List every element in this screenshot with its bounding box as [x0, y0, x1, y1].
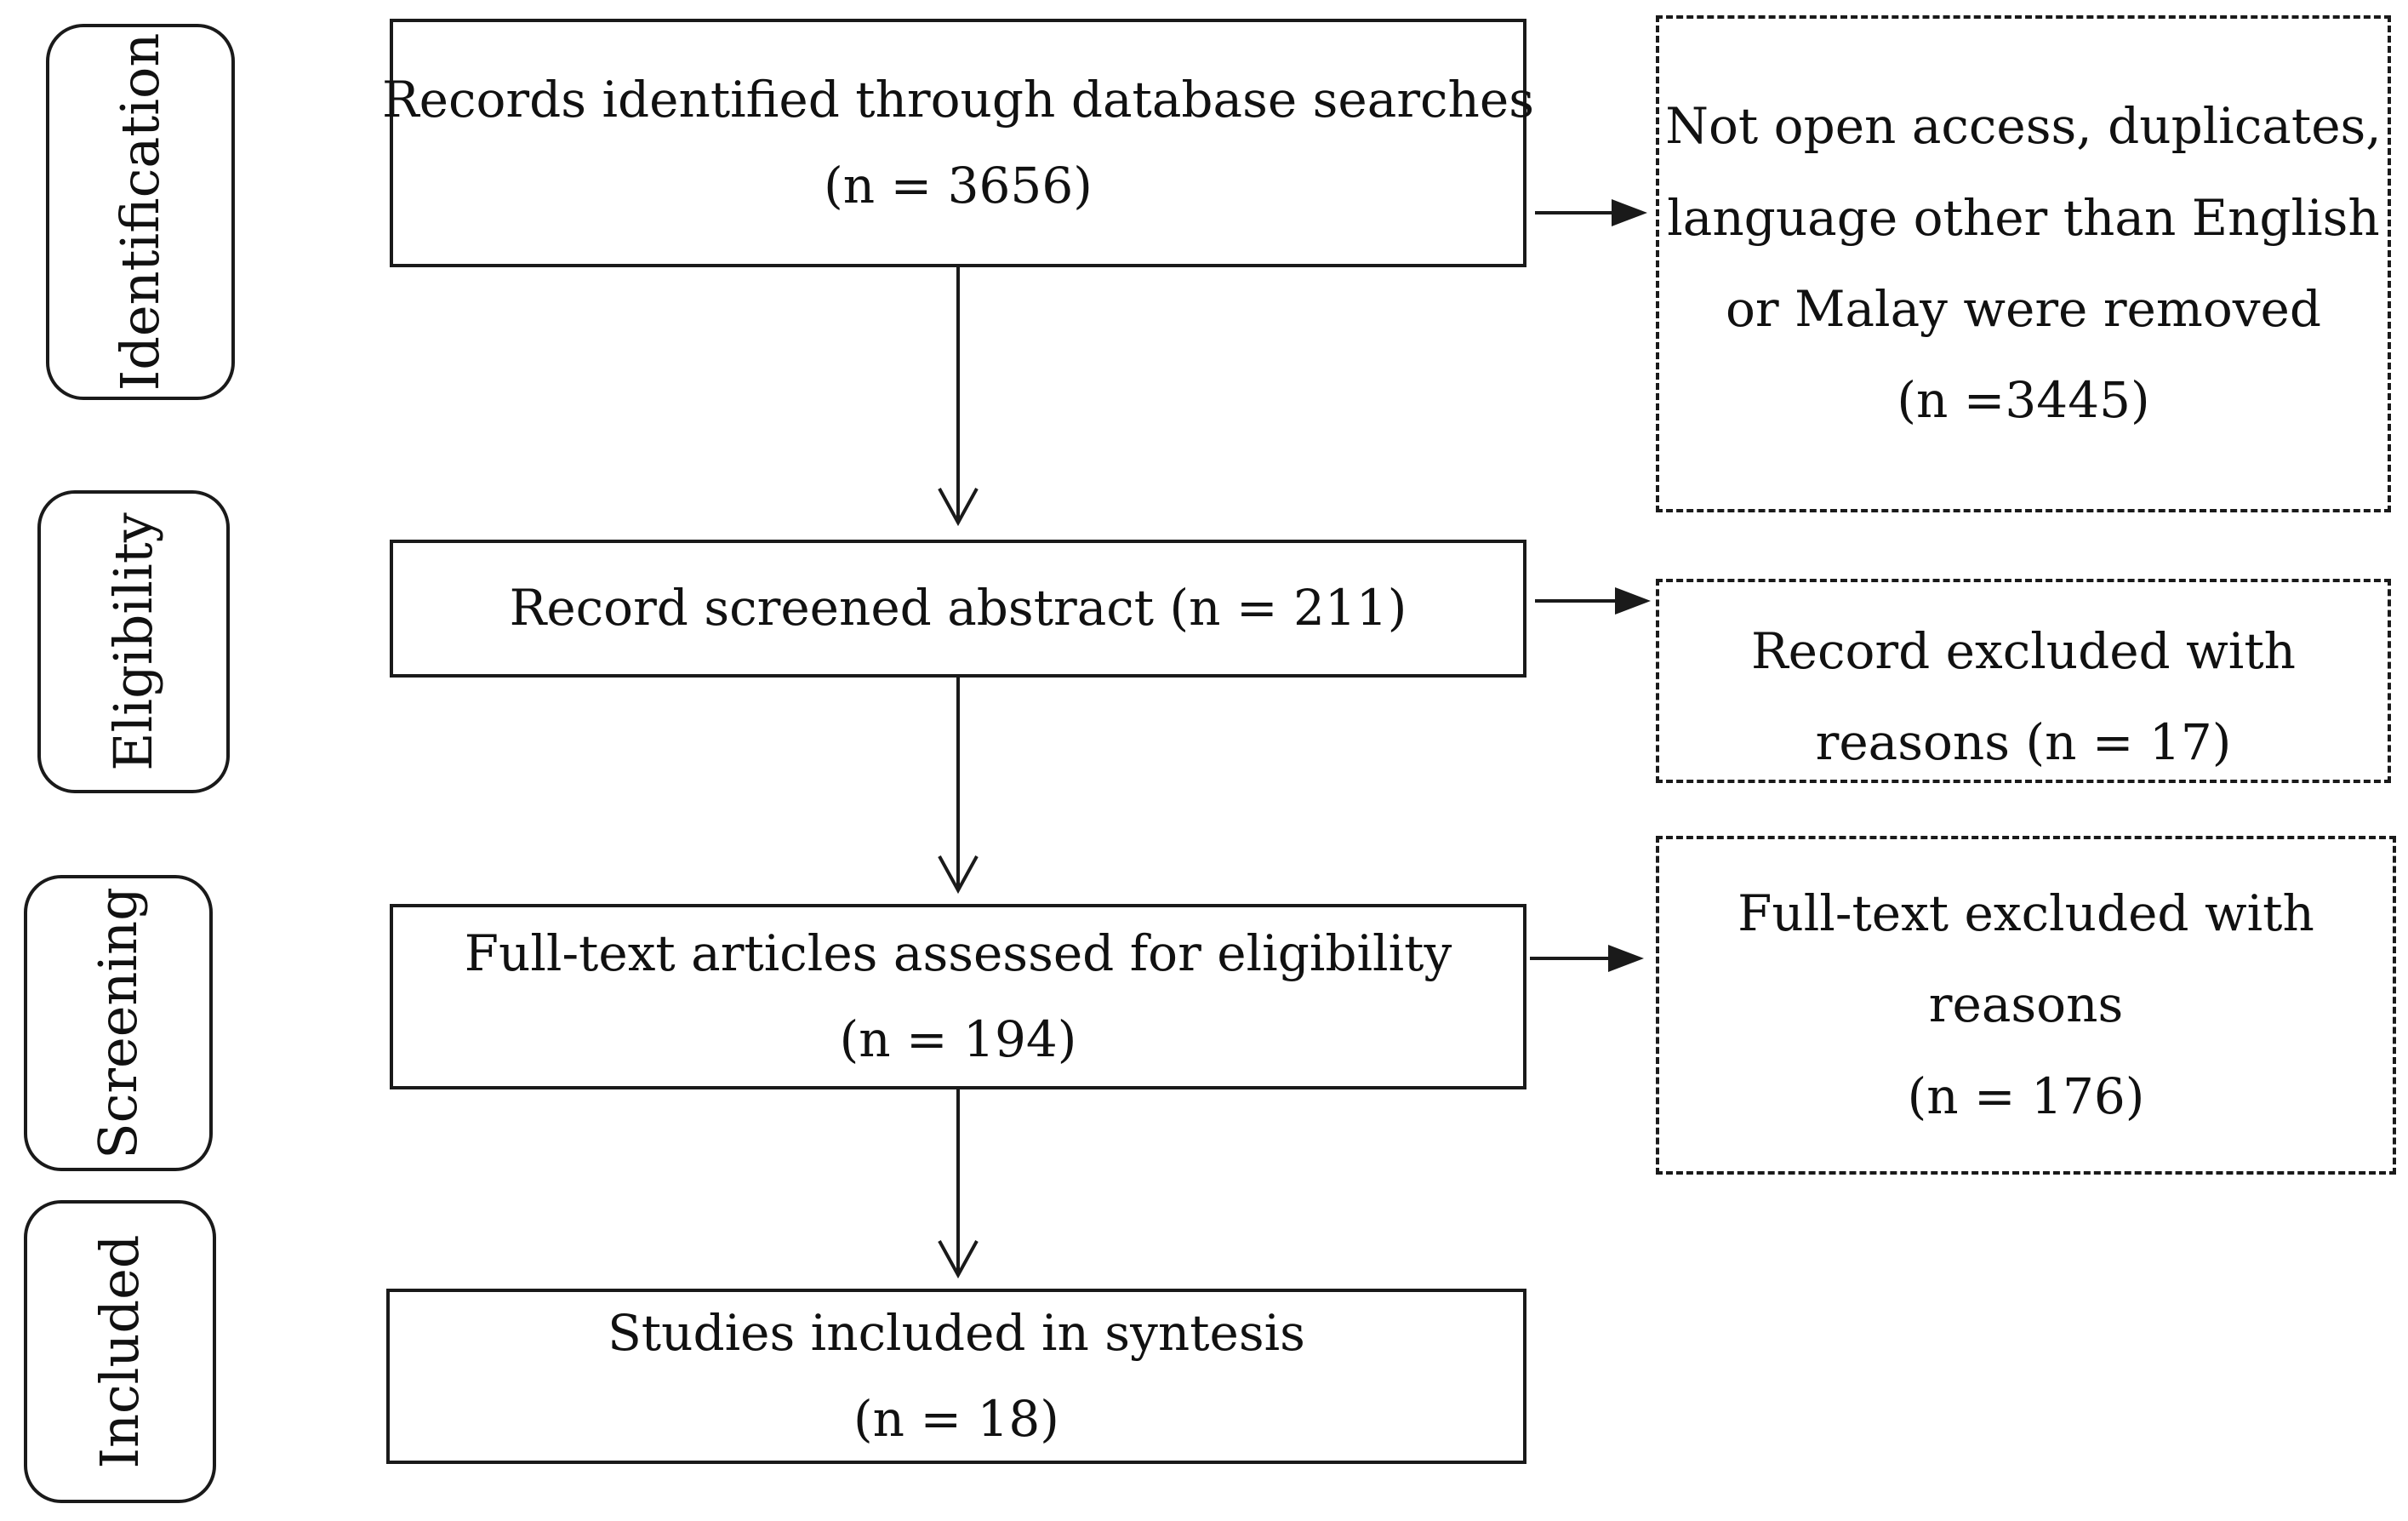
- stage-screening: Screening: [24, 875, 213, 1171]
- fulltext-excluded-count: (n = 176): [1907, 1066, 2145, 1125]
- right-arrow-to-removed: [1535, 199, 1647, 226]
- studies-included-text: Studies included in syntesis: [608, 1303, 1305, 1362]
- fulltext-excluded-box: Full-text excluded with reasons (n = 176…: [1656, 836, 2396, 1175]
- removed-records-line2: language other than English: [1667, 188, 2380, 247]
- record-excluded-box: Record excluded with reasons (n = 17): [1656, 579, 2391, 783]
- record-excluded-line1: Record excluded with: [1751, 622, 2296, 680]
- fulltext-assessed-count: (n = 194): [839, 1010, 1077, 1068]
- stage-identification: Identification: [46, 24, 235, 400]
- fulltext-assessed-box: Full-text articles assessed for eligibil…: [390, 904, 1526, 1089]
- stage-eligibility: Eligibility: [37, 490, 230, 793]
- stage-included-label: Included: [88, 1234, 151, 1469]
- stage-eligibility-label: Eligibility: [102, 512, 164, 771]
- record-excluded-line2: reasons (n = 17): [1815, 713, 2232, 772]
- down-arrow-fulltext-to-included: [938, 1089, 979, 1279]
- studies-included-count: (n = 18): [853, 1390, 1059, 1448]
- removed-records-line3: or Malay were removed: [1725, 280, 2322, 338]
- records-identified-box: Records identified through database sear…: [382, 19, 1534, 267]
- fulltext-excluded-line1: Full-text excluded with: [1738, 884, 2314, 943]
- fulltext-assessed-text: Full-text articles assessed for eligibil…: [464, 923, 1452, 982]
- down-arrow-identified-to-screened: [938, 267, 979, 527]
- records-identified-count: (n = 3656): [824, 157, 1093, 214]
- removed-records-line1: Not open access, duplicates,: [1665, 97, 2382, 156]
- removed-records-count: (n =3445): [1897, 371, 2150, 430]
- fulltext-excluded-line2: reasons: [1928, 975, 2124, 1034]
- records-identified-text: Records identified through database sear…: [382, 70, 1534, 129]
- removed-records-box: Not open access, duplicates, language ot…: [1656, 15, 2391, 512]
- stage-identification-label: Identification: [109, 32, 171, 392]
- records-screened-box: Record screened abstract (n = 211): [390, 540, 1526, 678]
- right-arrow-to-record-excluded: [1535, 587, 1651, 615]
- studies-included-box: Studies included in syntesis (n = 18): [386, 1289, 1526, 1464]
- records-screened-text: Record screened abstract (n = 211): [509, 579, 1407, 638]
- right-arrow-to-fulltext-excluded: [1530, 945, 1644, 972]
- down-arrow-screened-to-fulltext: [938, 678, 979, 895]
- stage-included: Included: [24, 1200, 216, 1503]
- stage-screening-label: Screening: [87, 887, 149, 1159]
